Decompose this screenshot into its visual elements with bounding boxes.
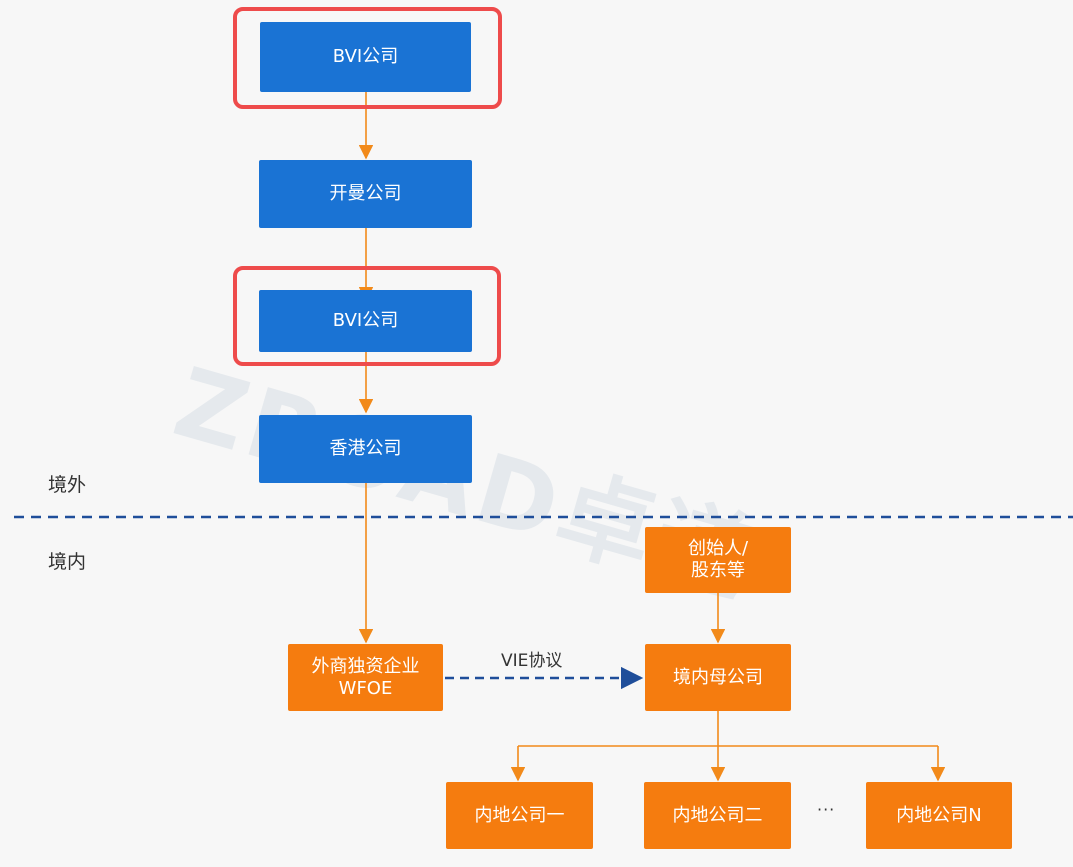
subsidiary-1: 内地公司一 [446,782,593,849]
cayman-company-label: 开曼公司 [329,183,402,204]
domestic-parent-company: 境内母公司 [645,644,791,711]
highlight-frame-mid [233,266,501,366]
onshore-label: 境内 [48,551,87,573]
wfoe-label-line2: WFOE [338,677,393,699]
domestic-parent-label: 境内母公司 [673,666,763,688]
wfoe: 外商独资企业 WFOE [288,644,443,711]
highlight-frame-top [233,7,502,109]
subsidiary-2: 内地公司二 [644,782,791,849]
vie-agreement-label: VIE协议 [501,651,563,671]
ellipsis: ··· [817,800,836,819]
wfoe-label-line1: 外商独资企业 [311,655,420,677]
subsidiary-1-label: 内地公司一 [474,804,565,826]
bvi-company-top-label: BVI公司 [332,46,399,67]
subsidiary-2-label: 内地公司二 [672,804,763,826]
subsidiary-n-label: 内地公司N [896,804,982,826]
founder-shareholders: 创始人/ 股东等 [645,527,791,593]
offshore-label: 境外 [48,474,87,496]
hongkong-company-label: 香港公司 [329,438,402,459]
bvi-company-mid-label: BVI公司 [332,310,399,331]
bvi-company-mid: BVI公司 [259,290,472,352]
cayman-company: 开曼公司 [259,160,472,228]
subsidiary-n: 内地公司N [866,782,1012,849]
bvi-company-top: BVI公司 [260,22,471,92]
founder-label-line2: 股东等 [691,560,745,581]
founder-label-line1: 创始人/ [687,538,749,559]
hongkong-company: 香港公司 [259,415,472,483]
